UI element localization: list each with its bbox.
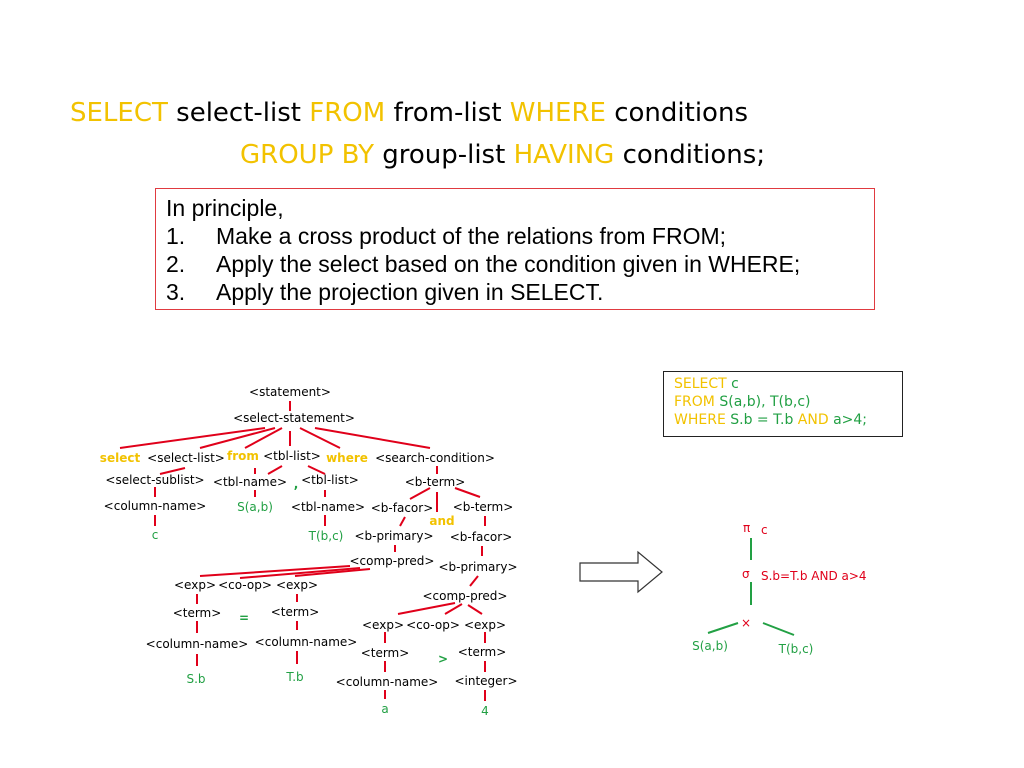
- node-co-op-2: <co-op>: [406, 618, 460, 632]
- node-equals: =: [239, 611, 249, 625]
- leaf-t-bc: T(b,c): [308, 529, 344, 543]
- node-select-list: <select-list>: [147, 451, 225, 465]
- node-column-name-4: <column-name>: [336, 675, 439, 689]
- pi-symbol: π: [743, 521, 750, 535]
- node-term-3: <term>: [361, 646, 410, 660]
- keyword-having: HAVING: [513, 140, 615, 170]
- node-co-op: <co-op>: [218, 578, 272, 592]
- node-and-keyword: and: [429, 514, 454, 528]
- algebra-leaf-s: S(a,b): [692, 639, 728, 653]
- algebra-tree-edges: [707, 538, 795, 636]
- node-b-term: <b-term>: [405, 475, 466, 489]
- leaf-4: 4: [481, 704, 489, 718]
- select-list-text: select-list: [176, 98, 301, 128]
- from-list-text: from-list: [393, 98, 502, 128]
- principle-step-1: 1. Make a cross product of the relations …: [166, 223, 726, 250]
- keyword-group-by: GROUP BY: [240, 140, 374, 170]
- node-b-facor: <b-facor>: [371, 501, 434, 515]
- sql-where-value-1: S.b = T.b: [730, 412, 794, 428]
- leaf-c: c: [152, 528, 159, 542]
- parse-tree-edges: [119, 401, 486, 701]
- step-number: 2.: [166, 251, 186, 277]
- node-tbl-name: <tbl-name>: [213, 475, 287, 489]
- node-exp-3: <exp>: [362, 618, 404, 632]
- sql-select-line: SELECT c: [674, 376, 739, 392]
- step-text: Apply the select based on the condition …: [216, 251, 801, 277]
- node-comp-pred: <comp-pred>: [350, 554, 435, 568]
- node-select-sublist: <select-sublist>: [105, 473, 204, 487]
- sql-select-keyword: SELECT: [674, 376, 727, 392]
- node-b-facor-2: <b-facor>: [450, 530, 513, 544]
- keyword-from: FROM: [309, 98, 386, 128]
- sql-from-value: S(a,b), T(b,c): [719, 394, 811, 410]
- group-list-text: group-list: [382, 140, 506, 170]
- sql-from-line: FROM S(a,b), T(b,c): [674, 394, 810, 410]
- principle-box: In principle, 1. Make a cross product of …: [155, 188, 875, 310]
- step-number: 1.: [166, 223, 186, 249]
- node-integer: <integer>: [454, 674, 517, 688]
- sigma-subscript: S.b=T.b AND a>4: [761, 569, 867, 583]
- step-text: Apply the projection given in SELECT.: [216, 279, 604, 305]
- sql-and-keyword: AND: [797, 412, 829, 428]
- sql-where-value-2: a>4;: [833, 412, 868, 428]
- node-term-2: <term>: [271, 605, 320, 619]
- sql-where-keyword: WHERE: [674, 412, 726, 428]
- node-column-name-2: <column-name>: [146, 637, 249, 651]
- step-text: Make a cross product of the relations fr…: [216, 223, 727, 249]
- keyword-where: WHERE: [509, 98, 606, 128]
- node-comp-pred-2: <comp-pred>: [423, 589, 508, 603]
- having-conditions-text: conditions;: [622, 140, 766, 170]
- node-comma: ,: [294, 477, 299, 491]
- conditions-text: conditions: [614, 98, 748, 128]
- cross-product-symbol: ×: [741, 616, 751, 630]
- node-greater-than: >: [438, 652, 448, 666]
- node-column-name: <column-name>: [104, 499, 207, 513]
- principle-step-2: 2. Apply the select based on the conditio…: [166, 251, 800, 278]
- node-where-keyword: where: [326, 451, 368, 465]
- sql-where-line: WHERE S.b = T.b AND a>4;: [674, 412, 867, 428]
- principle-intro: In principle,: [166, 195, 284, 221]
- leaf-s-b: S.b: [186, 672, 205, 686]
- node-select-statement: <select-statement>: [233, 411, 355, 425]
- node-b-primary-2: <b-primary>: [438, 560, 517, 574]
- node-term: <term>: [173, 606, 222, 620]
- sigma-symbol: σ: [742, 567, 750, 581]
- node-exp-2: <exp>: [276, 578, 318, 592]
- pi-subscript: c: [761, 523, 768, 537]
- node-statement: <statement>: [249, 385, 331, 399]
- node-tbl-name-2: <tbl-name>: [291, 500, 365, 514]
- leaf-t-b: T.b: [285, 670, 303, 684]
- sql-from-keyword: FROM: [674, 394, 715, 410]
- sql-syntax-line-2: GROUP BY group-list HAVING conditions;: [240, 138, 765, 172]
- sql-example-box: SELECT c FROM S(a,b), T(b,c) WHERE S.b =…: [663, 371, 903, 437]
- node-b-term-2: <b-term>: [453, 500, 514, 514]
- sql-select-value: c: [731, 376, 739, 392]
- leaf-s-ab: S(a,b): [237, 500, 273, 514]
- node-b-primary: <b-primary>: [354, 529, 433, 543]
- node-search-condition: <search-condition>: [375, 451, 495, 465]
- algebra-tree: π c σ S.b=T.b AND a>4 × S(a,b) T(b,c): [692, 521, 866, 656]
- algebra-leaf-t: T(b,c): [778, 642, 814, 656]
- node-term-4: <term>: [458, 645, 507, 659]
- node-column-name-3: <column-name>: [255, 635, 358, 649]
- leaf-a: a: [381, 702, 388, 716]
- transform-arrow-icon: [579, 550, 663, 594]
- node-tbl-list-2: <tbl-list>: [301, 473, 359, 487]
- parse-tree-nodes: <statement> <select-statement> select <s…: [100, 385, 518, 718]
- node-exp-4: <exp>: [464, 618, 506, 632]
- sql-syntax-line-1: SELECT select-list FROM from-list WHERE …: [70, 96, 748, 130]
- node-from-keyword: from: [227, 449, 259, 463]
- node-tbl-list: <tbl-list>: [263, 449, 321, 463]
- principle-step-3: 3. Apply the projection given in SELECT.: [166, 279, 603, 306]
- node-select-keyword: select: [100, 451, 141, 465]
- step-number: 3.: [166, 279, 186, 305]
- keyword-select: SELECT: [70, 98, 168, 128]
- node-exp: <exp>: [174, 578, 216, 592]
